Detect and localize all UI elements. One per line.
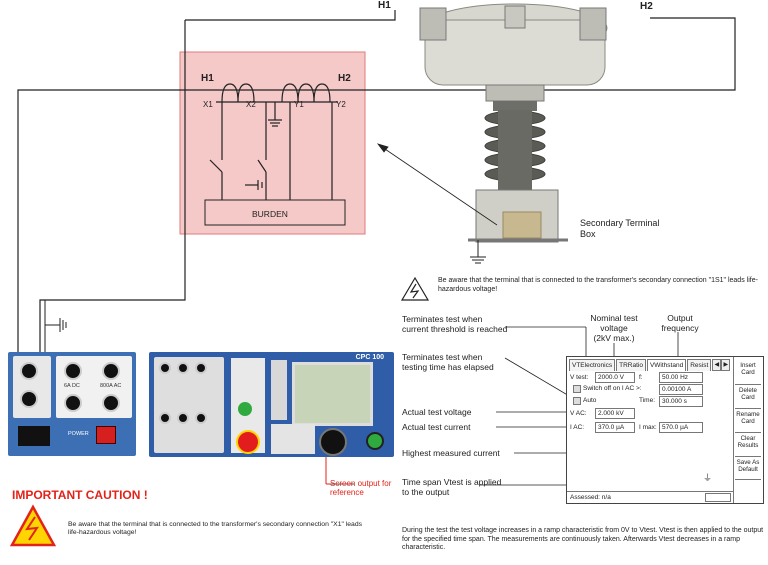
clear-results-button[interactable]: Clear Results (735, 432, 761, 456)
f-label: f: (639, 374, 643, 381)
start-button[interactable] (238, 402, 252, 416)
test-card-screen: VTElectronics TRRatio VWithstand Resist … (566, 356, 764, 504)
insert-card-button[interactable]: Insert Card (740, 362, 756, 376)
socket-6a-dc[interactable] (64, 362, 82, 380)
socket-b[interactable] (20, 390, 38, 408)
jack-1[interactable] (159, 362, 171, 374)
caution-triangle-icon (9, 504, 57, 547)
card-tabs: VTElectronics TRRatio VWithstand Resist … (569, 359, 731, 371)
jack-4[interactable] (159, 412, 171, 424)
vac-label: V AC: (570, 410, 587, 417)
annotation-nominal-voltage: Nominal test voltage (2kV max.) (590, 313, 638, 343)
rotary-knob[interactable] (319, 428, 347, 456)
annotation-output-frequency: Output frequency (661, 313, 699, 333)
device-front-panel: 6A DC 800A AC POWER (8, 352, 136, 456)
rename-card-button[interactable]: Rename Card (735, 408, 761, 432)
ramp-description: During the test the test voltage increas… (402, 527, 764, 551)
caution-title: IMPORTANT CAUTION ! (12, 488, 148, 502)
socket-c[interactable] (64, 394, 82, 412)
label-6a-dc: 6A DC (64, 383, 80, 389)
jack-6[interactable] (195, 412, 207, 424)
terminal-h1: H1 (201, 73, 214, 84)
secondary-terminal-box-label: Secondary Terminal Box (580, 218, 660, 239)
assessment-box[interactable] (705, 493, 731, 502)
tab-trratio[interactable]: TRRatio (616, 359, 646, 371)
cpc-screen (292, 362, 373, 426)
switch-off-checkbox[interactable] (573, 385, 581, 393)
tab-vtelectronics[interactable]: VTElectronics (569, 359, 616, 371)
switch-off-current-input[interactable]: 0.00100 A (659, 384, 703, 395)
terminal-y2: Y2 (336, 100, 346, 109)
power-switch[interactable] (96, 426, 116, 444)
emergency-stop-button[interactable] (236, 430, 260, 454)
assessment-status: Assessed: n/a (570, 494, 611, 501)
frequency-input[interactable]: 50.00 Hz (659, 372, 703, 383)
jack-2[interactable] (177, 362, 189, 374)
cpc100-device: CPC 100 (149, 352, 394, 457)
ground-icon: ⏚ (703, 473, 713, 483)
keypad[interactable] (271, 424, 315, 454)
annotation-highest-current: Highest measured current (402, 448, 500, 458)
primary-wires (17, 10, 736, 355)
annotation-time-span: Time span Vtest is applied to the output (402, 477, 502, 497)
save-as-default-button[interactable]: Save As Default (735, 456, 761, 480)
time-label: Time: (639, 397, 656, 404)
jack-3[interactable] (195, 362, 207, 374)
green-start-button[interactable] (366, 432, 384, 450)
tab-scroll-left-icon[interactable]: ◀ (712, 359, 722, 371)
tab-scroll-right-icon[interactable]: ▶ (721, 359, 731, 371)
terminal-h2: H2 (338, 73, 351, 84)
iac-label: I AC: (570, 424, 585, 431)
terminal-x2: X2 (246, 100, 256, 109)
vac-value: 2.000 kV (595, 408, 635, 419)
delete-card-button[interactable]: Delete Card (735, 384, 761, 408)
label-800a-ac: 800A AC (100, 383, 122, 389)
transformer-drawing (419, 3, 608, 264)
annotation-actual-current: Actual test current (402, 422, 471, 432)
tab-vwithstand[interactable]: VWithstand (646, 359, 687, 371)
v-test-input[interactable]: 2000.0 V (595, 372, 635, 383)
imax-label: I max: (639, 424, 657, 431)
terminal-y1: Y1 (294, 100, 304, 109)
auto-label: Auto (583, 397, 597, 404)
power-label: POWER (68, 431, 89, 437)
annotation-time-elapsed: Terminates test when testing time has el… (402, 352, 494, 372)
v-test-label: V test: (570, 374, 589, 381)
cpc100-title: CPC 100 (355, 354, 384, 361)
socket-a[interactable] (20, 362, 38, 380)
socket-d[interactable] (102, 394, 120, 412)
power-inlet (18, 426, 50, 446)
jack-5[interactable] (177, 412, 189, 424)
annotation-current-threshold: Terminates test when current threshold i… (402, 314, 508, 334)
burden-box (204, 199, 346, 226)
secondary-wires (44, 300, 67, 355)
imax-value: 570.0 µA (659, 422, 703, 433)
tab-resist[interactable]: Resist (687, 359, 712, 371)
warning-triangle-icon (400, 276, 430, 301)
switch-off-label: Switch off on I AC >: (583, 385, 642, 392)
notice-1s1: Be aware that the terminal that is conne… (438, 277, 758, 293)
terminal-h2-top: H2 (640, 1, 653, 12)
burden-label: BURDEN (252, 209, 288, 219)
iac-value: 370.0 µA (595, 422, 635, 433)
socket-800a-ac[interactable] (102, 362, 120, 380)
time-input[interactable]: 30.000 s (659, 396, 703, 407)
terminal-h1-top: H1 (378, 0, 391, 11)
caution-text: Be aware that the terminal that is conne… (68, 521, 363, 536)
auto-checkbox[interactable] (573, 397, 581, 405)
annotation-actual-voltage: Actual test voltage (402, 407, 472, 417)
coils (209, 83, 338, 200)
terminal-x1: X1 (203, 100, 213, 109)
screen-output-label: Screen output for reference (330, 479, 392, 497)
